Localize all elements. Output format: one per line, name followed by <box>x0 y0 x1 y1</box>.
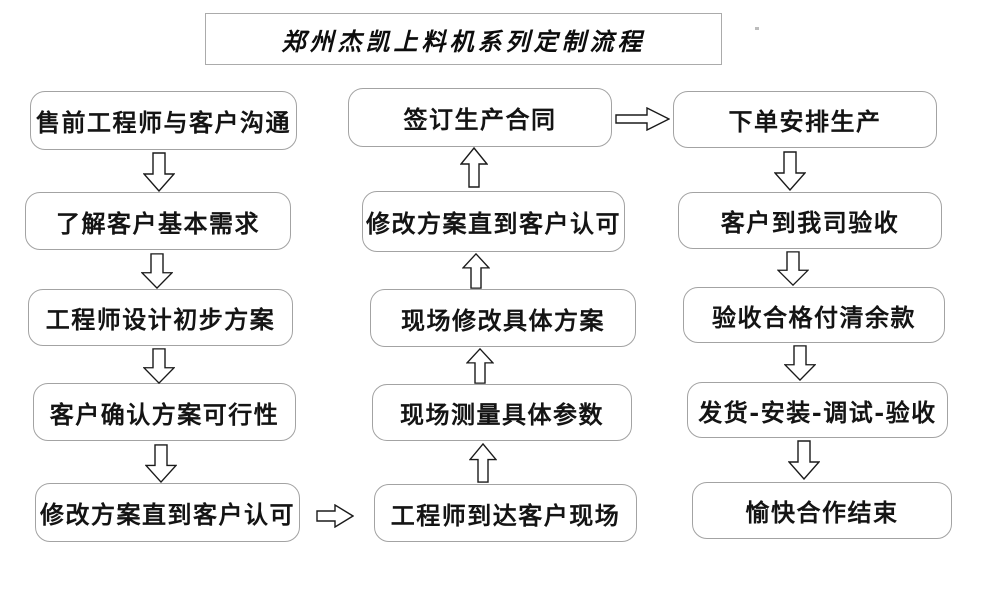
node-sign-production-contract: 签订生产合同 <box>348 88 612 147</box>
flow-arrow-down-icon <box>145 444 177 483</box>
flow-arrow-down-icon <box>788 440 820 480</box>
flow-arrow-up-icon <box>469 443 497 483</box>
flow-arrow-down-icon <box>143 152 175 192</box>
stray-mark <box>755 27 759 30</box>
node-revise-until-approved-2: 修改方案直到客户认可 <box>362 191 625 252</box>
node-understand-basic-needs: 了解客户基本需求 <box>25 192 291 250</box>
flow-arrow-right-icon <box>316 504 354 528</box>
node-pay-balance-after-acceptance: 验收合格付清余款 <box>683 287 945 343</box>
flow-arrow-down-icon <box>141 253 173 289</box>
diagram-title-box: 郑州杰凯上料机系列定制流程 <box>205 13 722 65</box>
node-revise-plan-on-site: 现场修改具体方案 <box>370 289 636 347</box>
diagram-title: 郑州杰凯上料机系列定制流程 <box>281 26 646 56</box>
flow-arrow-up-icon <box>460 147 488 188</box>
flow-arrow-down-icon <box>784 345 816 381</box>
node-measure-site-parameters: 现场测量具体参数 <box>372 384 632 441</box>
node-order-arrange-production: 下单安排生产 <box>673 91 937 148</box>
flow-arrow-down-icon <box>777 251 809 286</box>
flow-arrow-up-icon <box>466 348 494 384</box>
node-customer-confirm-feasibility: 客户确认方案可行性 <box>33 383 296 441</box>
flow-arrow-down-icon <box>774 151 806 191</box>
node-presales-communication: 售前工程师与客户沟通 <box>30 91 297 150</box>
flow-arrow-up-icon <box>462 253 490 289</box>
node-happy-cooperation-end: 愉快合作结束 <box>692 482 952 539</box>
flow-arrow-right-icon <box>615 107 670 131</box>
node-ship-install-debug-accept: 发货-安装-调试-验收 <box>687 382 948 438</box>
node-revise-until-approved-1: 修改方案直到客户认可 <box>35 483 300 542</box>
node-engineer-initial-design: 工程师设计初步方案 <box>28 289 293 346</box>
flow-arrow-down-icon <box>143 348 175 384</box>
node-customer-acceptance-visit: 客户到我司验收 <box>678 192 942 249</box>
node-engineer-arrives-on-site: 工程师到达客户现场 <box>374 484 637 542</box>
